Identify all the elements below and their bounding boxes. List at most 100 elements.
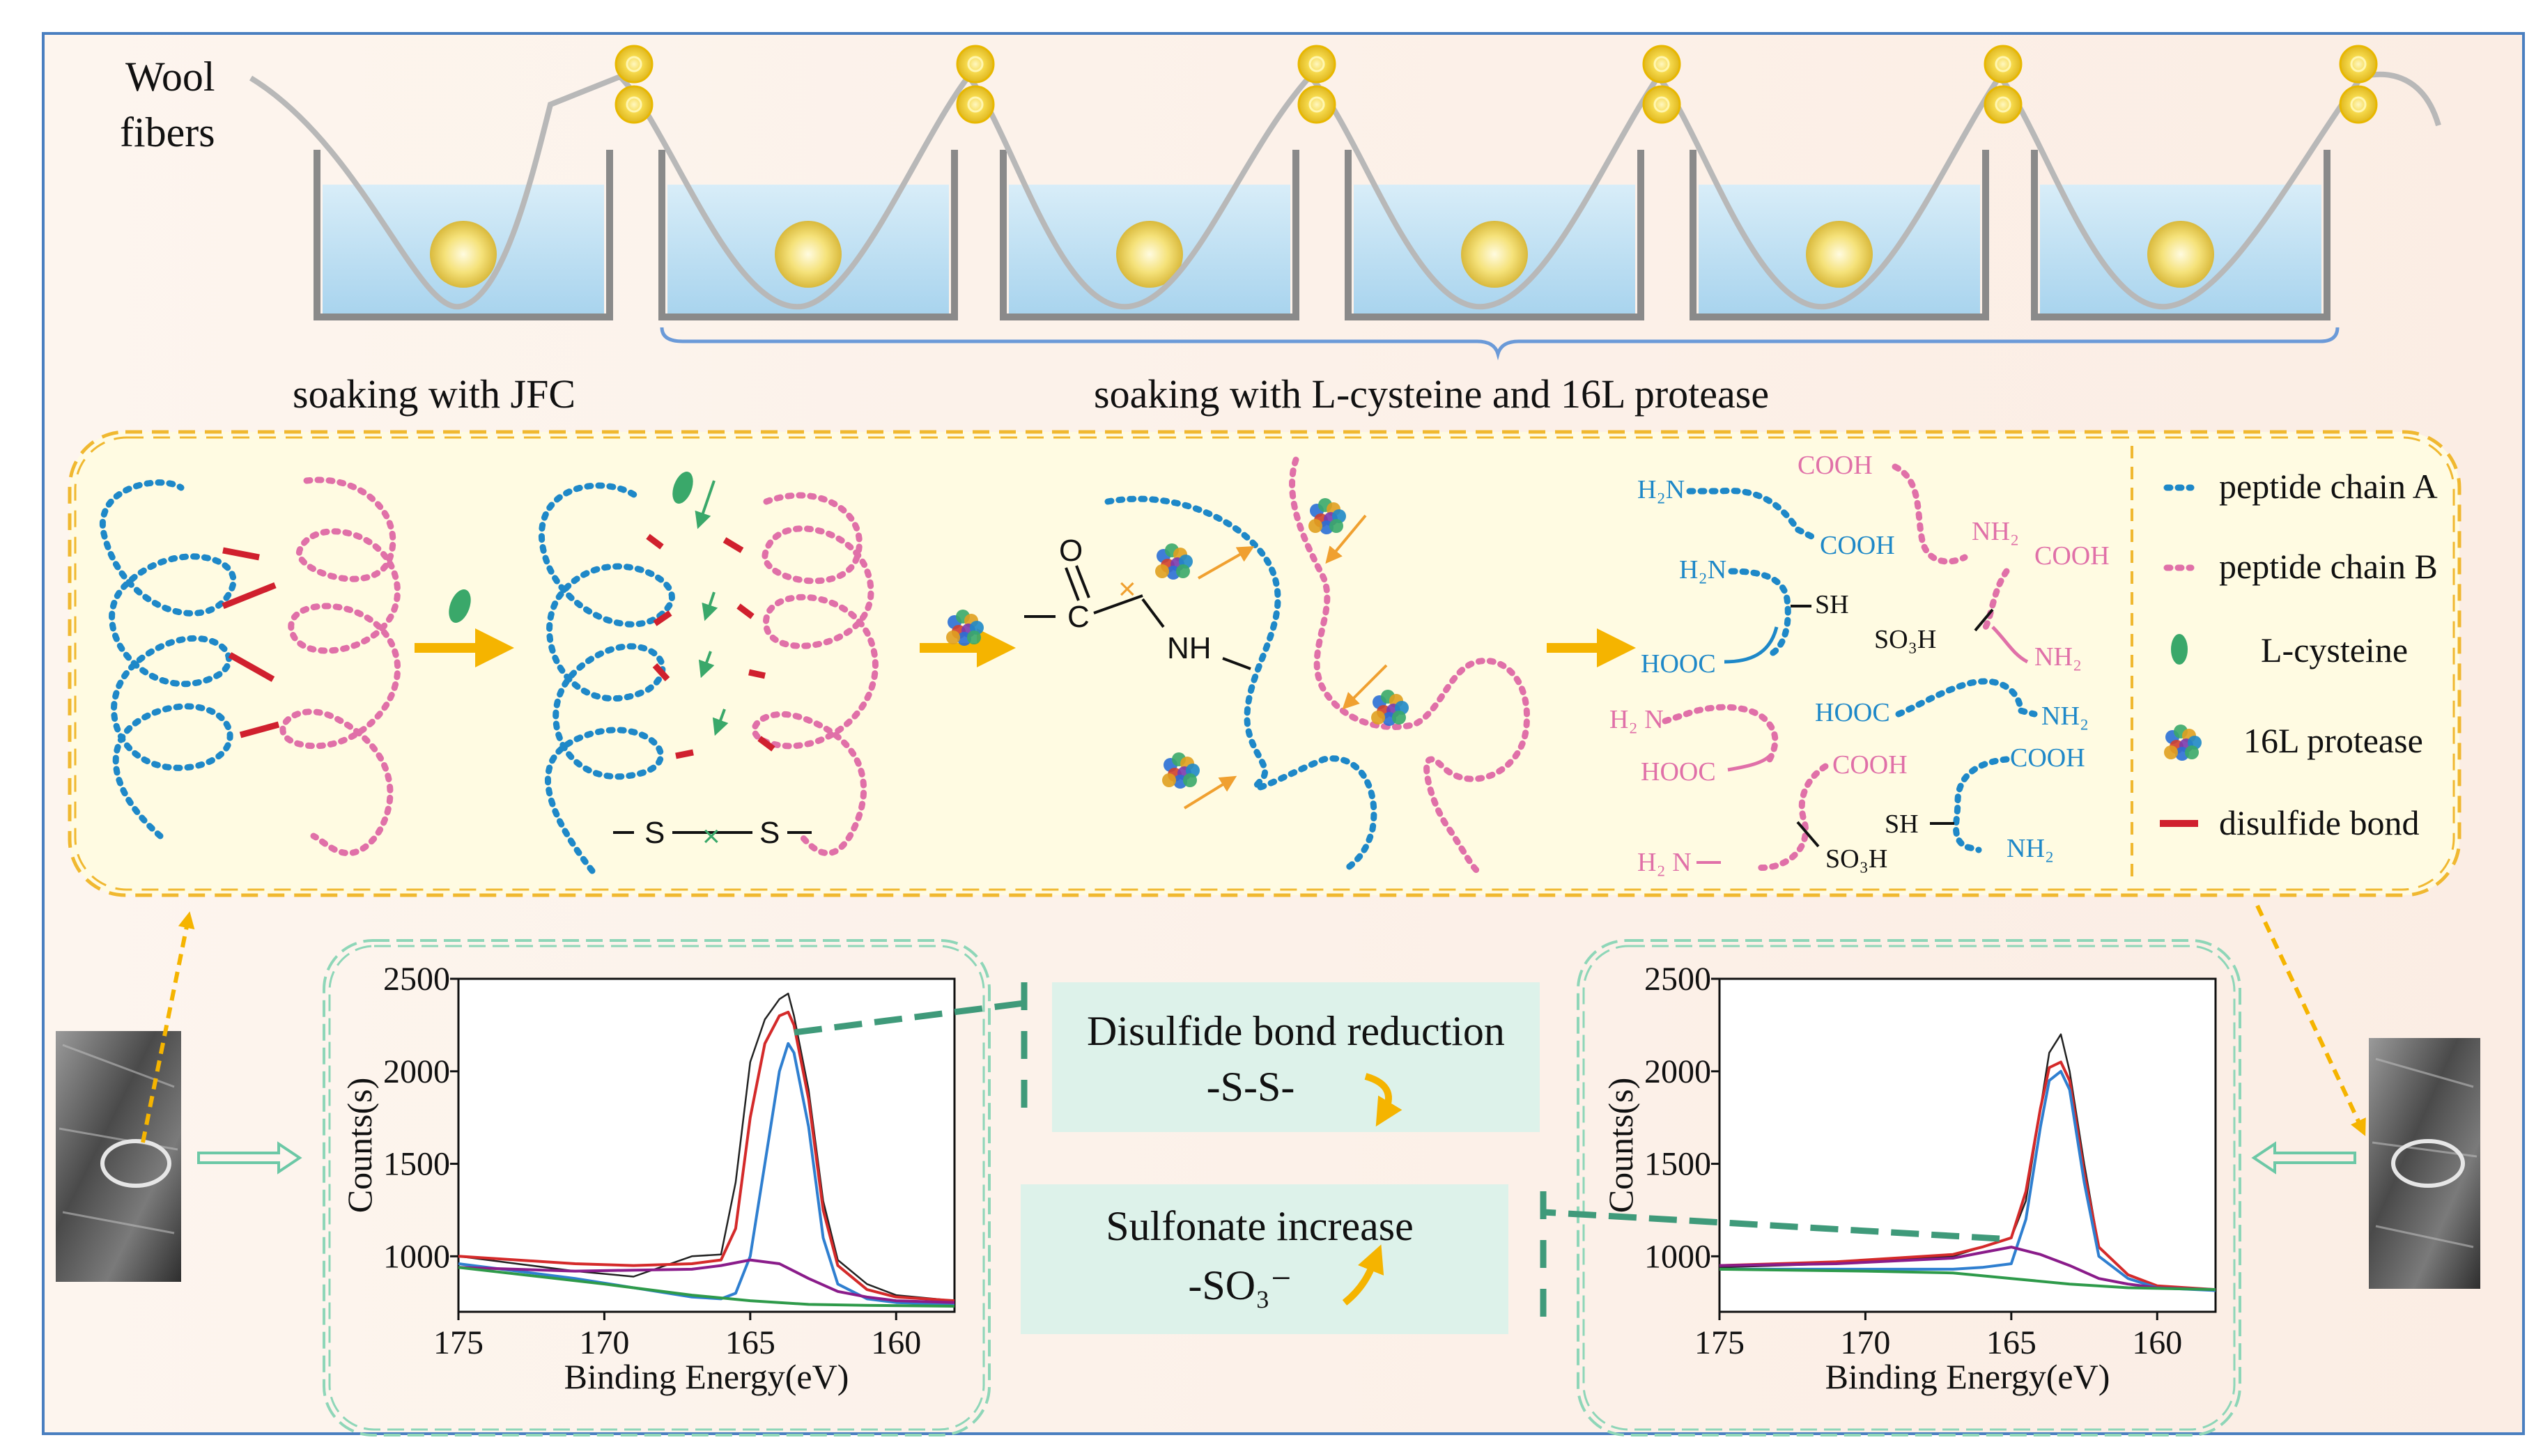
- amide-nh: NH: [1167, 631, 1212, 665]
- fragment-label: HOOC: [1641, 757, 1716, 787]
- fragment-label: COOH: [1832, 750, 1908, 780]
- series-line: [458, 1010, 955, 1303]
- process-line: Wool fibers soaking with JFC soaking wit…: [120, 45, 2441, 417]
- x-axis-label: Binding Energy(eV): [564, 1357, 849, 1396]
- chart-frame-left: [323, 939, 991, 1436]
- roller-icon: [1297, 45, 1336, 84]
- legend-swatch-l-cysteine: [2171, 634, 2188, 665]
- x-tick-label: 160: [871, 1324, 921, 1361]
- note-sulfonate-sub: -SO₃⁻: [1188, 1262, 1292, 1308]
- x-tick-label: 170: [1840, 1324, 1890, 1361]
- native-keratin-structure: [100, 477, 401, 856]
- roller-icon: [1984, 85, 2023, 124]
- legend-label-protease: 16L protease: [2243, 721, 2423, 760]
- legend-label-disulfide: disulfide bond: [2219, 803, 2419, 842]
- series-line: [1719, 1060, 2216, 1292]
- mechanism-panel: S × S O C × NH: [68, 430, 2461, 897]
- fragment-label: HOOC: [1641, 649, 1716, 679]
- fibers-label: fibers: [120, 109, 215, 155]
- reduced-keratin-structure: S × S: [539, 472, 879, 874]
- protease-hydrolysis-stage: O C × NH: [1024, 456, 1530, 874]
- note-sulfonate-title: Sulfonate increase: [1106, 1203, 1413, 1249]
- guide-roller-icon: [775, 221, 842, 288]
- roller-icon: [1642, 45, 1681, 84]
- fragment-label: COOH: [2010, 743, 2085, 773]
- series-line: [458, 992, 955, 1302]
- roller-icon: [2339, 45, 2378, 84]
- legend-swatch-protease: [2164, 725, 2202, 761]
- guide-roller-icon: [1461, 221, 1528, 288]
- sulfur-right: S: [759, 816, 780, 850]
- legend-label-chain-b: peptide chain B: [2219, 547, 2438, 586]
- fragment-label: SO₃H: [1874, 625, 1936, 654]
- fragment-label: COOH: [2034, 541, 2110, 571]
- bracket-brace: [660, 327, 2340, 361]
- roller-icon: [615, 45, 654, 84]
- guide-roller-icon: [1806, 221, 1873, 288]
- y-tick-label: 1500: [1644, 1146, 1711, 1183]
- sulfur-left: S: [644, 816, 665, 850]
- fragment-label: NH₂: [2007, 834, 2054, 863]
- y-tick-label: 2000: [383, 1053, 450, 1090]
- y-tick-label: 1500: [383, 1146, 450, 1183]
- roller-icon: [1984, 45, 2023, 84]
- protease-icon: [946, 610, 984, 646]
- x-tick-label: 170: [579, 1324, 629, 1361]
- wool-label: Wool: [125, 54, 215, 100]
- x-tick-label: 175: [1694, 1324, 1745, 1361]
- x-tick-label: 175: [433, 1324, 484, 1361]
- chart-frame-right: [1577, 939, 2241, 1436]
- up-arrow-icon: [1342, 1244, 1384, 1306]
- fragment-label: NH₂: [1972, 517, 2019, 546]
- y-tick-label: 2000: [1644, 1053, 1711, 1090]
- x-tick-label: 165: [725, 1324, 775, 1361]
- pointer-left: [141, 911, 195, 1143]
- y-tick-label: 1000: [1644, 1238, 1711, 1275]
- step-jfc-label: soaking with JFC: [293, 371, 575, 417]
- fragment-label: SH: [1885, 810, 1919, 839]
- peptide-cleavage-mark: ×: [1118, 572, 1136, 606]
- roller-icon: [1297, 85, 1336, 124]
- roller-icon: [2339, 85, 2378, 124]
- sem-image-left: [56, 1031, 181, 1282]
- series-line: [1719, 1069, 2216, 1292]
- cleavage-mark: ×: [702, 819, 720, 853]
- soaking-bath: [1345, 150, 1644, 320]
- guide-roller-icon: [2147, 221, 2214, 288]
- series-line: [1719, 1246, 2216, 1292]
- fragment-label: H₂N: [1637, 475, 1685, 504]
- soaking-bath: [658, 150, 958, 320]
- connector-sulfonate: [1543, 1209, 2000, 1242]
- sem-image-right: [2369, 1038, 2480, 1289]
- fragment-label: H₂ N: [1609, 705, 1664, 734]
- y-tick-label: 2500: [383, 961, 450, 998]
- series-line: [1719, 1267, 2216, 1292]
- l-cysteine-icon: [449, 589, 471, 623]
- plot-area: [457, 977, 956, 1313]
- hollow-arrow-left: [197, 1141, 302, 1175]
- peptide-fragments: H₂N COOH COOH NH₂ H₂N SH HOOC COOH SO₃H …: [1609, 451, 2110, 877]
- carbon-atom: C: [1067, 600, 1090, 634]
- fragment-label: COOH: [1798, 451, 1873, 480]
- series-line: [458, 1266, 955, 1308]
- y-tick-label: 1000: [383, 1238, 450, 1275]
- guide-roller-icon: [430, 221, 497, 288]
- fragment-label: SH: [1815, 590, 1849, 619]
- note-disulfide-reduction: Disulfide bond reduction -S-S-: [1052, 982, 1540, 1132]
- step-cysteine-protease-label: soaking with L-cysteine and 16L protease: [1094, 371, 1769, 417]
- legend-label-l-cysteine: L-cysteine: [2261, 630, 2408, 669]
- x-axis-label: Binding Energy(eV): [1825, 1357, 2110, 1396]
- fragment-label: HOOC: [1815, 698, 1890, 727]
- soaking-bath: [1690, 150, 1989, 320]
- carbonyl-oxygen: O: [1059, 534, 1083, 568]
- fragment-label: H₂ N: [1637, 848, 1692, 877]
- legend: peptide chain A peptide chain B L-cystei…: [2160, 467, 2438, 842]
- note-reduction-title: Disulfide bond reduction: [1087, 1008, 1505, 1054]
- x-tick-label: 165: [1986, 1324, 2036, 1361]
- down-arrow-icon: [1364, 1073, 1402, 1127]
- guide-roller-icon: [1116, 221, 1183, 288]
- pointer-right: [2255, 904, 2366, 1136]
- fragment-label: H₂N: [1679, 555, 1726, 584]
